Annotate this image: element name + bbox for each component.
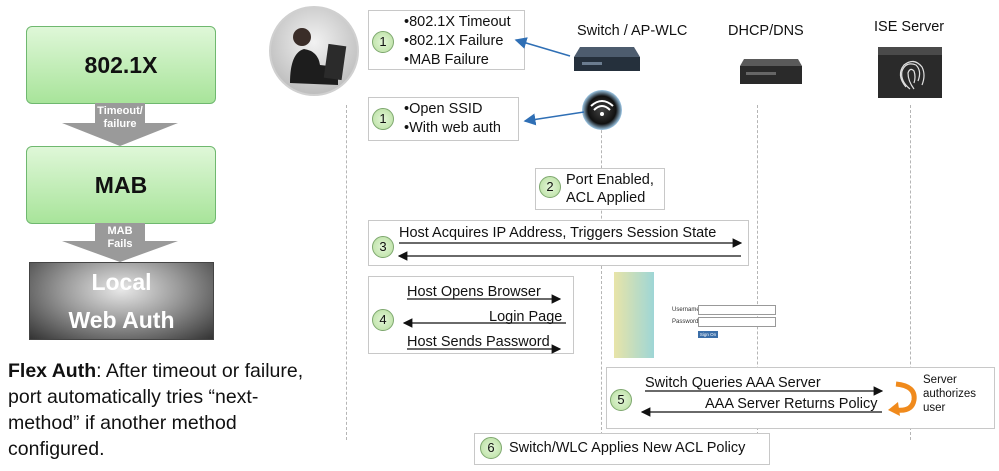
step-5-note-line3: user [923,402,946,414]
step-1b-line2: •With web auth [404,120,501,136]
step-1b-number: 1 [372,108,394,130]
step-1b-line1: •Open SSID [404,101,483,117]
flex-auth-title: Flex Auth [8,360,97,382]
step-6-text: Switch/WLC Applies New ACL Policy [509,440,746,456]
step-2-line2: ACL Applied [566,190,646,206]
step-5-note: Server authorizes user [923,373,976,415]
login-password-label: Password: [672,319,701,325]
step-5-box [606,367,995,429]
login-page-banner [614,272,654,358]
step-6-number: 6 [480,437,502,459]
step-5-line2: AAA Server Returns Policy [705,396,878,412]
device-label-switch: Switch / AP-WLC [577,23,688,39]
step-5-note-line2: authorizes [923,388,977,400]
step-5-number: 5 [610,389,632,411]
login-username-field [698,305,776,315]
step-1a-line3: •MAB Failure [404,52,489,68]
flow-arrow-2 [62,223,178,262]
loop-arrow-icon [888,381,917,416]
step-2-number: 2 [539,176,561,198]
step-1a-line2: •802.1X Failure [404,33,504,49]
step-4-number: 4 [372,309,394,331]
wireless-ap-icon [582,90,622,130]
login-sign-on-button: Sign On [698,331,718,338]
local-web-auth-line2: Web Auth [68,307,175,333]
step-3-number: 3 [372,236,394,258]
flex-auth-text: : After timeout or failure, port automat… [8,360,304,460]
lifeline-switch [601,105,602,440]
flow-arrow-2-label: MAB Fails [107,225,133,250]
step-1a-number: 1 [372,31,394,53]
step-1a-box [368,10,525,70]
flow-arrow-1 [62,103,178,146]
step-4-line3: Host Sends Password [407,334,550,350]
step-5-note-line1: Server [923,374,957,386]
arrow-ap-to-step1b [523,111,585,126]
lifeline-ise [910,105,911,440]
step-6-box [474,433,770,465]
step-4-box [368,276,574,354]
step-4-line1: Host Opens Browser [407,284,541,300]
step-5-line1: Switch Queries AAA Server [645,375,821,391]
lifeline-dhcp [757,105,758,440]
flow-arrow-1-label: Timeout/ failure [97,105,143,130]
flow-step-8021x: 802.1X [26,26,216,104]
local-web-auth-line1: Local [91,269,152,295]
ise-fingerprint-icon [878,47,942,98]
switch-icon [574,47,640,71]
lifeline-host [346,105,347,440]
step-1a-line1: •802.1X Timeout [404,14,511,30]
step-4-line2: Login Page [489,309,563,325]
arrow-switch-to-step1a [514,37,571,57]
login-password-field [698,317,776,327]
flow-step-local-web-auth: Local Web Auth [29,262,214,340]
user-avatar-icon [269,6,359,96]
login-username-label: Username: [672,307,702,313]
step-3-text: Host Acquires IP Address, Triggers Sessi… [399,225,717,241]
device-label-dhcp: DHCP/DNS [728,23,804,39]
step-2-line1: Port Enabled, [566,172,654,188]
flow-step-mab: MAB [26,146,216,224]
device-label-ise: ISE Server [874,19,945,35]
flex-auth-description: Flex Auth: After timeout or failure, por… [8,358,323,462]
dhcp-server-icon [740,59,802,84]
